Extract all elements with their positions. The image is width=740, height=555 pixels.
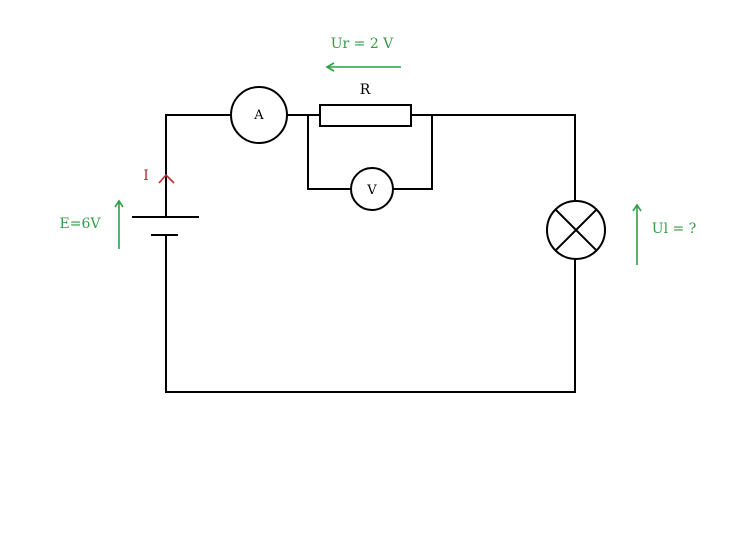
emf-label: E=6V <box>60 216 102 232</box>
current-label: I <box>143 168 149 184</box>
emf-arrowhead <box>114 199 124 208</box>
resistor: R <box>319 82 412 127</box>
wire-bottom-loop <box>165 234 576 393</box>
voltmeter-circle <box>350 167 394 211</box>
wire-voltmeter-left <box>307 114 352 190</box>
wire-voltmeter-right <box>392 114 433 190</box>
ammeter-circle <box>230 86 288 144</box>
current-indicator: I <box>143 168 175 184</box>
voltmeter-label: V <box>366 183 377 198</box>
emf-annotation: E=6V <box>60 199 124 249</box>
lamp-cross-b <box>554 208 598 252</box>
resistor-voltage-arrowhead <box>325 62 335 72</box>
resistor-body <box>319 104 412 127</box>
resistor-label: R <box>360 82 371 98</box>
lamp-voltage-annotation: Ul = ? <box>632 203 696 265</box>
battery <box>132 216 199 236</box>
lamp-voltage-arrowhead <box>632 203 642 212</box>
current-arrowhead <box>158 173 175 184</box>
wires <box>165 114 576 393</box>
wire-right-top <box>410 114 576 203</box>
ammeter: A <box>230 86 288 144</box>
resistor-voltage-annotation: Ur = 2 V <box>325 36 401 72</box>
resistor-voltage-label: Ur = 2 V <box>331 36 394 52</box>
lamp-voltage-label: Ul = ? <box>652 221 696 237</box>
wire-left-top <box>165 114 232 217</box>
ammeter-label: A <box>253 108 264 123</box>
voltmeter: V <box>350 167 394 211</box>
lamp <box>546 200 606 260</box>
